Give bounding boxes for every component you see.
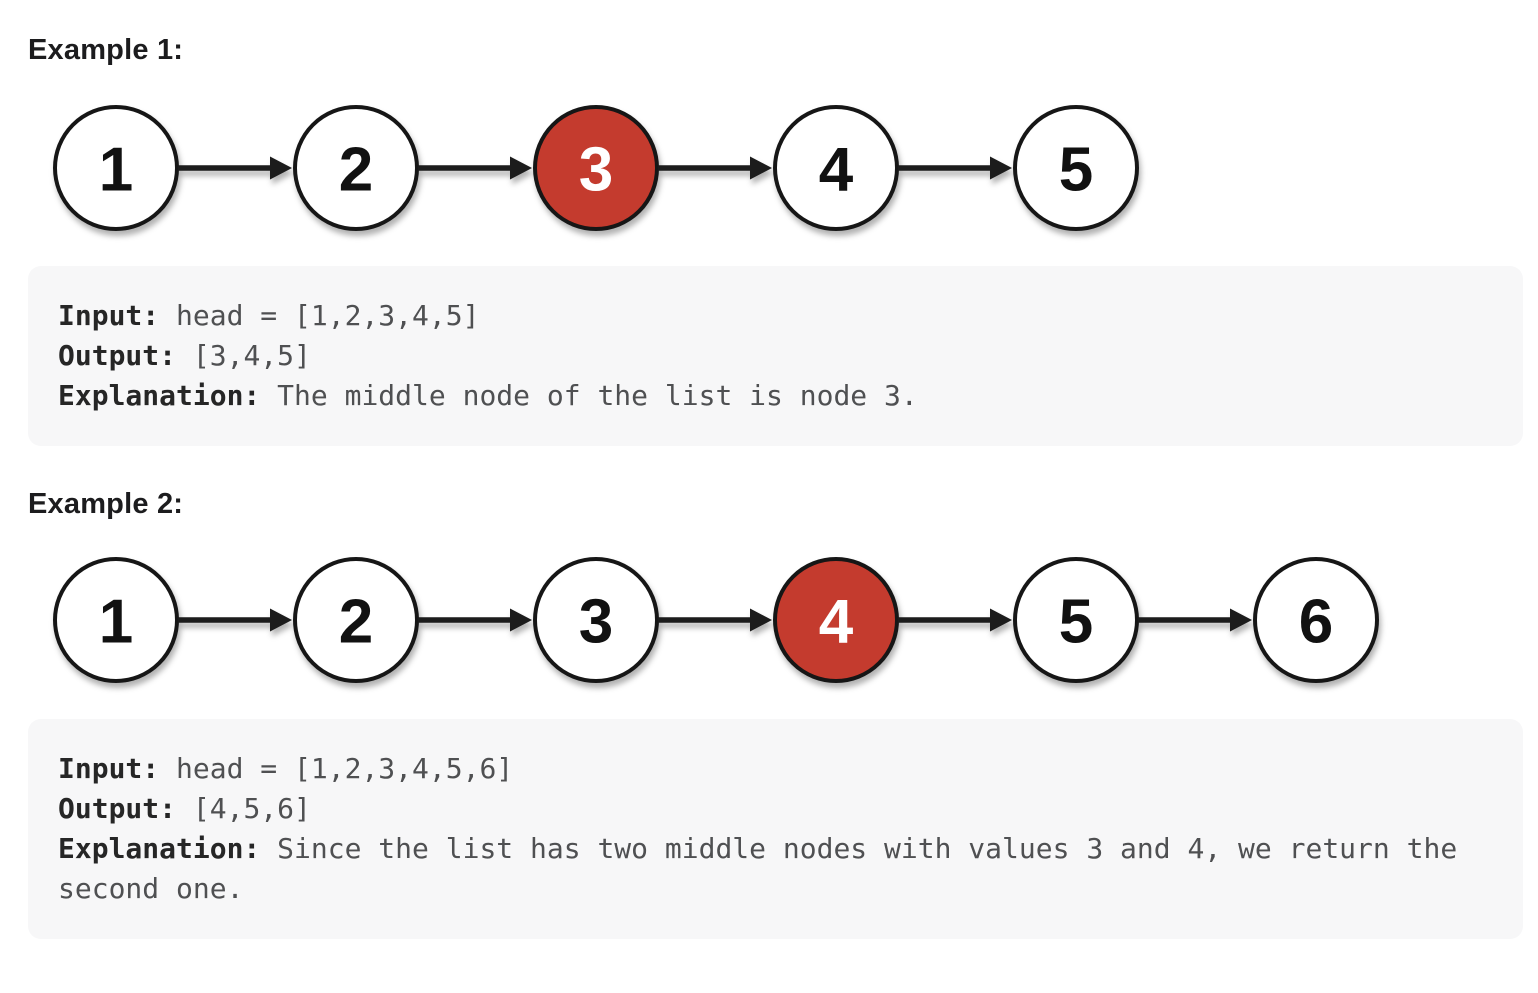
input-value: head = [1,2,3,4,5,6] (176, 752, 514, 785)
svg-text:6: 6 (1299, 588, 1333, 657)
output-value: [4,5,6] (192, 792, 311, 825)
svg-text:1: 1 (99, 588, 133, 657)
output-label: Output: (58, 339, 177, 372)
svg-text:4: 4 (819, 136, 854, 205)
input-line: Input: head = [1,2,3,4,5] (58, 296, 1493, 336)
explanation-value: Since the list has two middle nodes with… (58, 832, 1458, 905)
input-label: Input: (58, 752, 160, 785)
svg-text:5: 5 (1059, 136, 1093, 205)
output-value: [3,4,5] (192, 339, 311, 372)
svg-text:5: 5 (1059, 588, 1093, 657)
explanation-label: Explanation: (58, 832, 261, 865)
svg-text:4: 4 (819, 588, 854, 657)
explanation-value: The middle node of the list is node 3. (277, 379, 918, 412)
linked-list-diagram-2: 1 2 3 4 5 6 (53, 557, 1379, 683)
output-line: Output: [4,5,6] (58, 789, 1493, 829)
explanation-line: Explanation: The middle node of the list… (58, 376, 1493, 416)
svg-text:3: 3 (579, 136, 613, 205)
svg-text:1: 1 (99, 136, 133, 205)
output-label: Output: (58, 792, 177, 825)
svg-text:3: 3 (579, 588, 613, 657)
example-2-section: Example 2: 1 2 3 4 5 6 Input: head = [1,2,3,4… (28, 489, 1523, 939)
example-2-heading: Example 2: (28, 488, 184, 520)
input-label: Input: (58, 299, 160, 332)
linked-list-diagram-1: 1 2 3 4 5 (53, 105, 1139, 231)
input-value: head = [1,2,3,4,5] (176, 299, 480, 332)
explanation-line: Explanation: Since the list has two midd… (58, 829, 1493, 909)
input-line: Input: head = [1,2,3,4,5,6] (58, 749, 1493, 789)
explanation-label: Explanation: (58, 379, 261, 412)
example-1-heading: Example 1: (28, 34, 184, 66)
example-1-io-block: Input: head = [1,2,3,4,5] Output: [3,4,5… (28, 266, 1523, 446)
example-2-io-block: Input: head = [1,2,3,4,5,6] Output: [4,5… (28, 719, 1523, 939)
example-1-section: Example 1: 1 2 3 4 5 Input: head = [1,2,3,4,… (28, 35, 1523, 446)
svg-text:2: 2 (339, 136, 373, 205)
svg-text:2: 2 (339, 588, 373, 657)
problem-examples: Example 1: 1 2 3 4 5 Input: head = [1,2,3,4,… (28, 35, 1523, 939)
output-line: Output: [3,4,5] (58, 336, 1493, 376)
